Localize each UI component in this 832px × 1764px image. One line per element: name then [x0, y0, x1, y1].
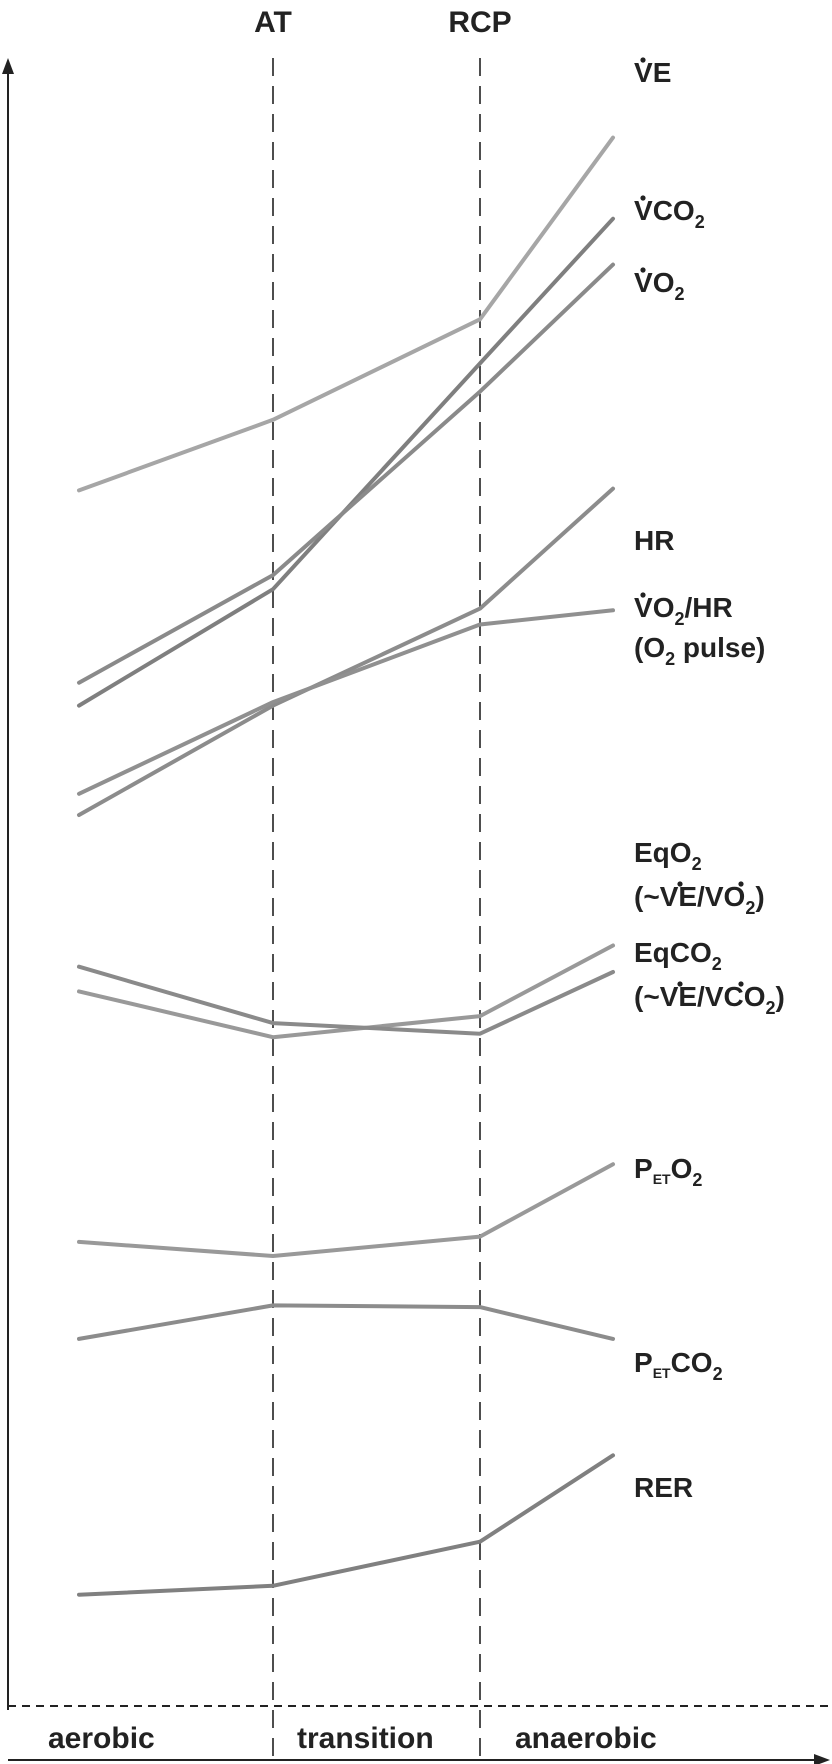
label-hr: HR [634, 525, 674, 556]
series-line-eqco2 [77, 964, 615, 1036]
svg-text:VO2/HR: VO2/HR [634, 592, 733, 629]
eqco2-dot1 [677, 981, 683, 987]
vco2-dot [640, 195, 646, 201]
label-peto2: PETO2 [634, 1153, 702, 1190]
eqo2-sub: 2 [692, 854, 702, 874]
label-eqco2: EqCO2 (~VE/VCO2) [634, 937, 785, 1018]
petco2-et: ET [653, 1365, 671, 1381]
label-vo2: VO2 [634, 267, 684, 304]
svg-text:EqCO2: EqCO2 [634, 937, 722, 974]
eqco2-dot2 [738, 981, 744, 987]
vco2-v: V [634, 195, 653, 226]
series-line-vo2 [77, 262, 615, 685]
eqo2-line2b: E/ [678, 881, 705, 912]
zone-anaerobic-label: anaerobic [515, 1722, 657, 1755]
eqo2-line2c: O [724, 881, 746, 912]
label-vco2: VCO2 [634, 195, 705, 232]
eqco2-line2sub: 2 [766, 998, 776, 1018]
peto2-rest: O [671, 1153, 693, 1184]
series-line-hr [77, 486, 615, 817]
vco2-sub: 2 [695, 212, 705, 232]
eqo2-line2d: ) [755, 881, 764, 912]
eqo2-line2a: (~ [634, 881, 660, 912]
eqco2-line2b: E/ [678, 981, 705, 1012]
series-line-ve [77, 135, 615, 493]
svg-text:VE: VE [634, 57, 671, 88]
peto2-sub: 2 [692, 1170, 702, 1190]
label-petco2: PETCO2 [634, 1347, 723, 1384]
o2pulse-o: O [653, 592, 675, 623]
petco2-p: P [634, 1347, 653, 1378]
rcp-label: RCP [448, 6, 511, 39]
svg-text:(O2 pulse): (O2 pulse) [634, 632, 765, 669]
vo2-dot [640, 267, 646, 273]
series-line-vco2 [77, 216, 615, 708]
petco2-sub: 2 [713, 1364, 723, 1384]
eqco2-v2: V [705, 981, 724, 1012]
svg-text:VO2: VO2 [634, 267, 684, 304]
o2pulse-line2sub: 2 [665, 649, 675, 669]
eqco2-a: EqCO [634, 937, 712, 968]
ve-v: V [634, 57, 653, 88]
o2pulse-sub: 2 [674, 609, 684, 629]
y-axis-arrow [2, 58, 14, 74]
eqco2-sub: 2 [712, 954, 722, 974]
series-line-o2pulse [77, 608, 615, 796]
o2pulse-rest: /HR [684, 592, 732, 623]
eqo2-dot2 [738, 881, 744, 887]
vo2-rest: O [653, 267, 675, 298]
svg-text:VCO2: VCO2 [634, 195, 705, 232]
ve-rest: E [653, 57, 672, 88]
vo2-sub: 2 [674, 284, 684, 304]
eqo2-dot1 [677, 881, 683, 887]
series-line-rer [77, 1453, 615, 1597]
svg-text:(~VE/VCO2): (~VE/VCO2) [634, 981, 785, 1018]
eqco2-line2d: ) [776, 981, 785, 1012]
o2pulse-dot [640, 592, 646, 598]
eqo2-line2sub: 2 [745, 898, 755, 918]
label-eqo2: EqO2 (~VE/VO2) [634, 837, 765, 918]
eqco2-line2c: CO [724, 981, 766, 1012]
vco2-rest: CO [653, 195, 695, 226]
svg-text:PETO2: PETO2 [634, 1153, 702, 1190]
svg-text:EqO2: EqO2 [634, 837, 702, 874]
label-ve: VE [634, 57, 671, 88]
svg-text:PETCO2: PETCO2 [634, 1347, 723, 1384]
eqo2-v2: V [705, 881, 724, 912]
eqco2-line2a: (~ [634, 981, 660, 1012]
series-line-peto2 [77, 1162, 615, 1258]
vo2-v: V [634, 267, 653, 298]
o2pulse-v: V [634, 592, 653, 623]
at-label: AT [254, 6, 292, 39]
o2pulse-line2a: (O [634, 632, 665, 663]
eqco2-v1: V [660, 981, 679, 1012]
ve-dot [640, 57, 646, 63]
series-line-petco2 [77, 1303, 615, 1341]
label-o2pulse: VO2/HR (O2 pulse) [634, 592, 765, 669]
zone-transition-label: transition [297, 1722, 434, 1755]
zone-aerobic-label: aerobic [48, 1722, 155, 1755]
svg-text:(~VE/VO2): (~VE/VO2) [634, 881, 765, 918]
eqo2-v1: V [660, 881, 679, 912]
o2pulse-line2b: pulse) [675, 632, 765, 663]
petco2-rest: CO [671, 1347, 713, 1378]
x-axis-arrow [814, 1754, 830, 1764]
label-rer: RER [634, 1472, 693, 1503]
peto2-p: P [634, 1153, 653, 1184]
peto2-et: ET [653, 1171, 671, 1187]
eqo2-a: EqO [634, 837, 692, 868]
series-lines [77, 135, 615, 1597]
